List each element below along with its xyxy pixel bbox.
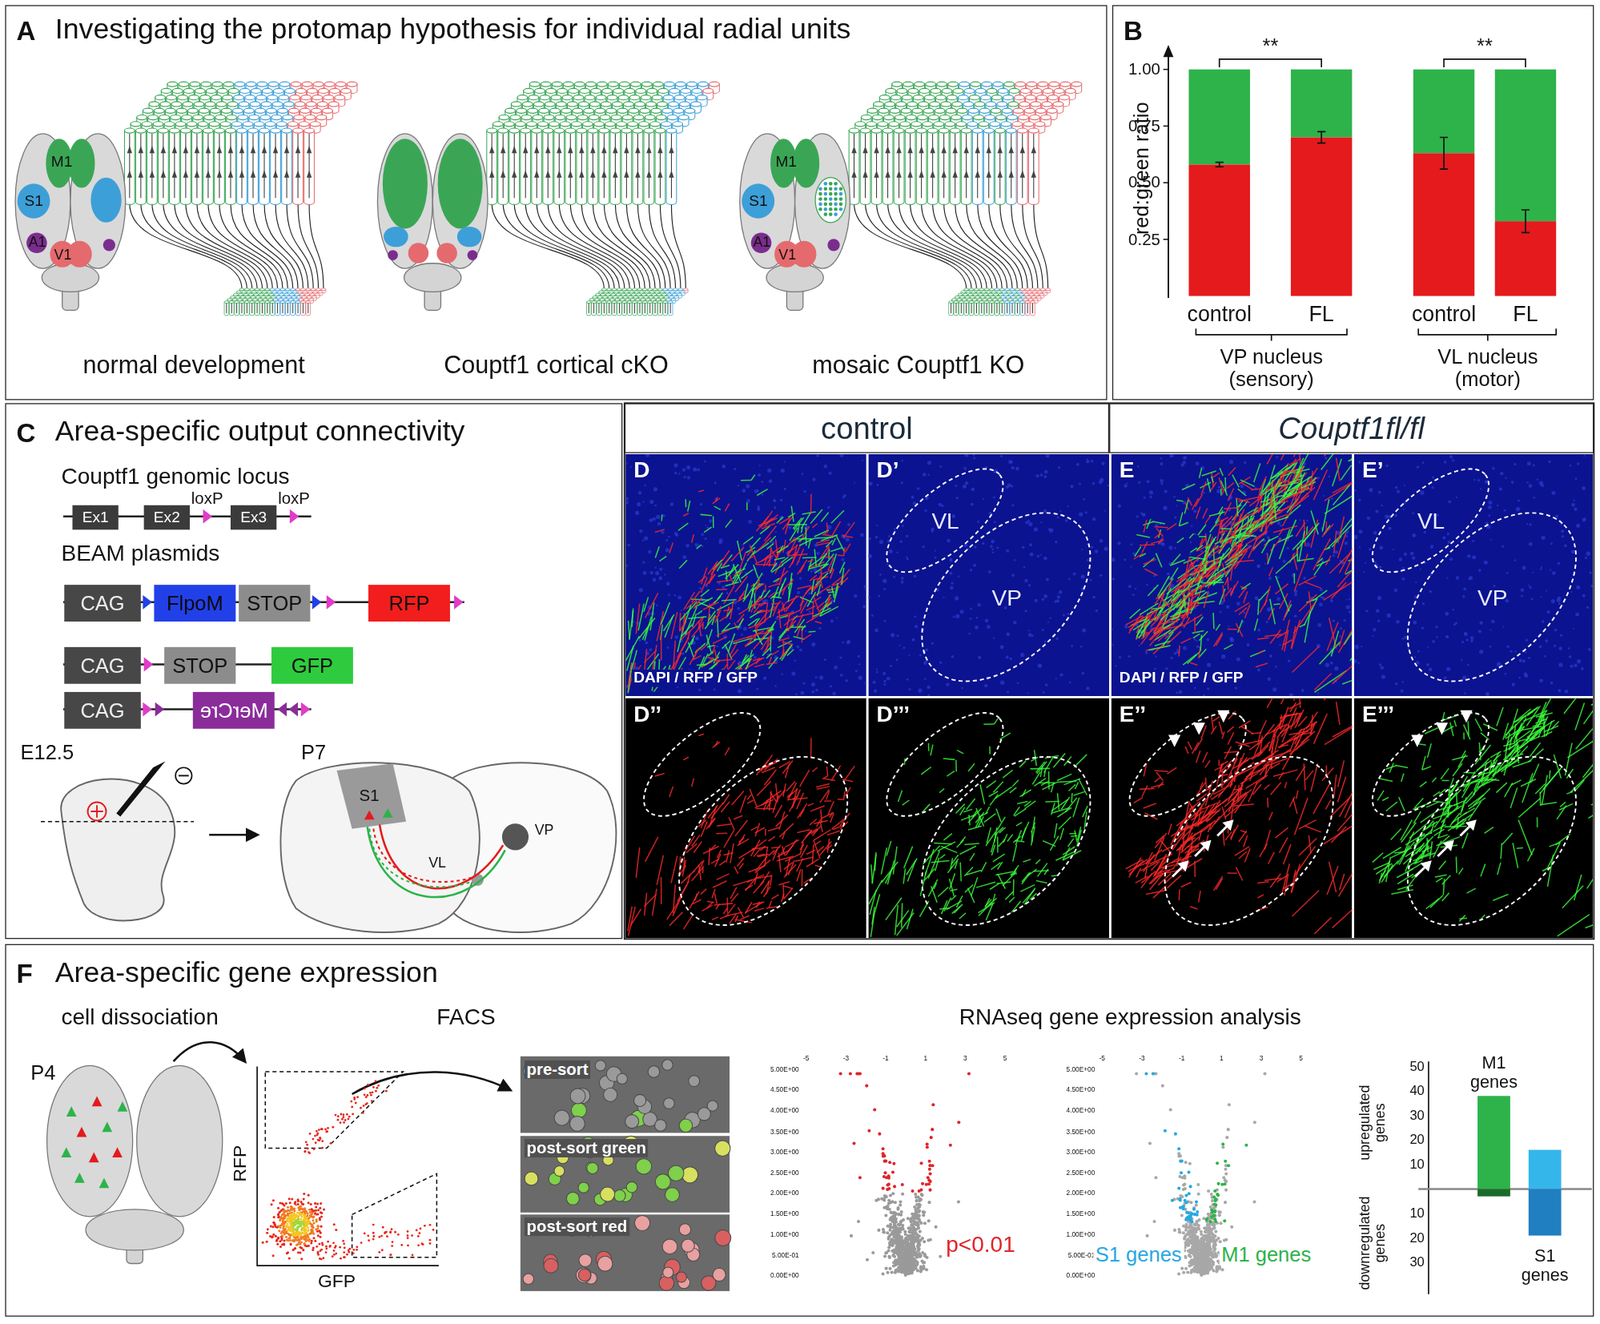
figure-stage: AInvestigating the protomap hypothesis f… xyxy=(0,0,1600,1324)
